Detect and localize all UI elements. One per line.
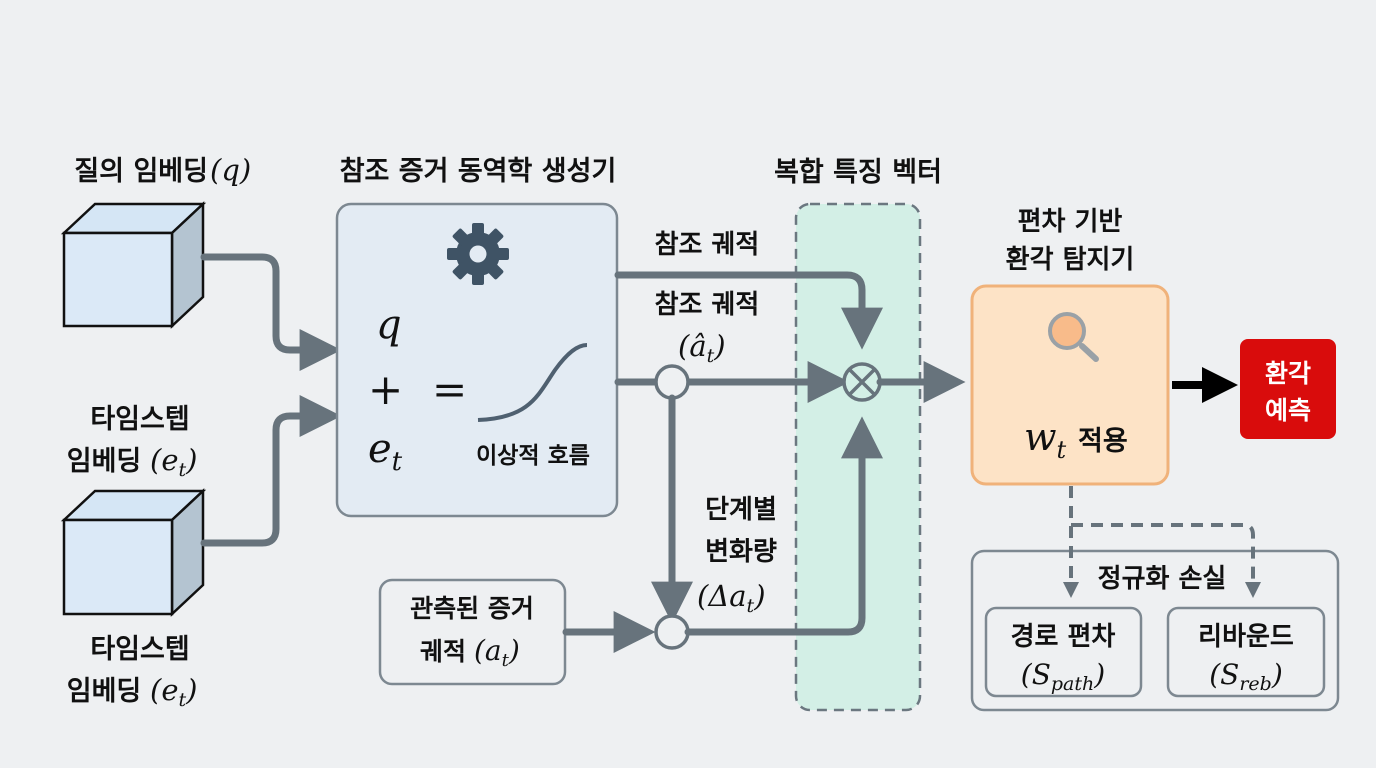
detector-title-line1: 편차 기반 xyxy=(1018,207,1123,237)
query-symbol: (q) xyxy=(210,153,251,187)
generator-box xyxy=(335,202,619,518)
hallucination-prediction-output: 환각 예측 xyxy=(1240,339,1336,439)
combiner-node xyxy=(842,362,882,402)
timestep-label-bottom-line1: 타임스텝 xyxy=(90,634,189,665)
timestep-to-generator-arrow xyxy=(200,395,342,547)
reference-dynamics-generator: 참조 증거 동역학 생성기 q + = et 이상적 호름 xyxy=(335,156,619,518)
composite-title: 복합 특징 벡터 xyxy=(774,157,942,188)
ref-trajectory-to-combiner-arrow xyxy=(614,271,883,350)
detector-box xyxy=(970,284,1170,486)
generator-plus-symbol: + xyxy=(368,365,403,414)
rebound-symbol: (Sreb) xyxy=(1209,658,1283,695)
detector-to-rebound-arrow xyxy=(1071,523,1261,598)
difference-node xyxy=(654,614,690,650)
generator-equals-symbol: = xyxy=(432,365,467,414)
path-deviation-box xyxy=(984,606,1143,698)
gear-icon xyxy=(447,223,509,285)
path-deviation-symbol: (Spath) xyxy=(1021,658,1105,695)
timestep-label-bottom-line2: 임베딩 xyxy=(67,676,142,707)
tensor-product-icon xyxy=(847,367,877,397)
path-deviation-label: 경로 편차 xyxy=(1011,622,1116,652)
timestep-label-top-line2: 임베딩 xyxy=(67,446,142,477)
delta-label-line1: 단계별 xyxy=(705,495,777,525)
delta-to-combiner-arrow xyxy=(684,416,883,636)
query-cube-icon xyxy=(60,201,207,329)
ref-trajectory-label-mid: 참조 궤적 xyxy=(655,290,760,320)
ideal-flow-label: 이상적 호름 xyxy=(476,443,590,469)
rebound-label: 리바운드 xyxy=(1198,622,1294,652)
regularization-loss: 정규화 손실 경로 편차 (Spath) 리바운드 (Sreb) xyxy=(970,486,1340,712)
generator-title: 참조 증거 동역학 생성기 xyxy=(340,156,617,187)
timestep-cube-icon xyxy=(60,488,207,617)
split-node xyxy=(654,364,690,400)
detector-apply-label: 적용 xyxy=(1078,426,1128,457)
timestep-symbol-top: (et) xyxy=(150,443,197,481)
generator-q-symbol: q xyxy=(376,302,402,348)
observed-label-line1: 관측된 증거 xyxy=(410,594,534,623)
rebound-box xyxy=(1166,606,1326,698)
output-line2: 예측 xyxy=(1265,396,1311,425)
magnifier-icon xyxy=(1048,312,1099,362)
ideal-flow-curve xyxy=(477,343,588,422)
output-line1: 환각 xyxy=(1265,359,1311,388)
query-to-generator-arrow xyxy=(200,253,342,371)
output-box xyxy=(1240,339,1336,439)
detector-w-symbol: wt xyxy=(1024,415,1067,464)
delta-label-line2: 변화량 xyxy=(705,537,777,567)
delta-symbol: (Δat) xyxy=(697,579,766,617)
hallucination-detector: 편차 기반 환각 탐지기 wt 적용 xyxy=(970,207,1170,486)
observed-evidence-trajectory: 관측된 증거 궤적 (at) xyxy=(378,578,567,686)
generator-e-symbol: et xyxy=(368,426,403,477)
regularization-title: 정규화 손실 xyxy=(1098,564,1227,594)
timestep-label-top-line1: 타임스텝 xyxy=(90,404,189,435)
observed-label-line2: 궤적 xyxy=(420,637,466,666)
timestep-embedding: 타임스텝 임베딩 (et) 타임스텝 임베딩 (et) xyxy=(60,404,207,711)
ref-trajectory-symbol: (ât) xyxy=(678,329,726,367)
timestep-symbol-bottom: (et) xyxy=(150,673,197,711)
query-embedding: 질의 임베딩 (q) xyxy=(60,153,251,329)
detector-title-line2: 환각 탐지기 xyxy=(1006,245,1135,275)
ref-trajectory-label-top: 참조 궤적 xyxy=(655,230,760,260)
observed-symbol: (at) xyxy=(474,634,520,671)
query-label: 질의 임베딩 xyxy=(74,156,208,187)
